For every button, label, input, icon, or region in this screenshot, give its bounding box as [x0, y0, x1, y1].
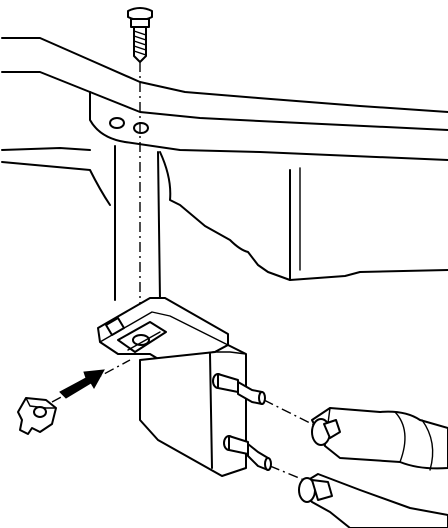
reservoir-tank — [139, 344, 247, 477]
upper-fitting-icon — [212, 373, 266, 405]
upper-hose-axis-line — [263, 399, 321, 429]
reservoir-bracket — [97, 297, 229, 361]
bracket-clip — [17, 397, 57, 435]
lower-hose-axis-line — [269, 465, 305, 481]
frame-crossmember — [1, 37, 448, 301]
assembly-arrow — [59, 369, 105, 399]
lower-fitting-icon — [223, 435, 272, 471]
hose-lower — [298, 473, 448, 528]
hose-upper — [311, 407, 448, 471]
bolt-icon — [127, 7, 153, 63]
